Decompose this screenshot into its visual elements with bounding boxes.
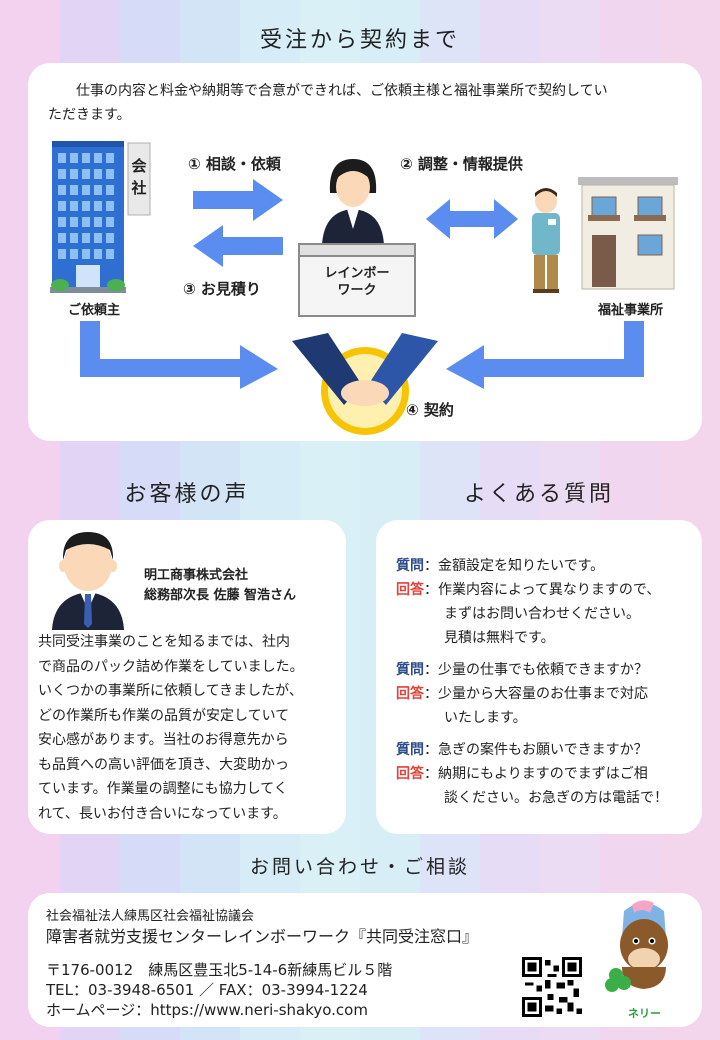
voice-line: どの作業所も作業の品質が安定していて <box>38 707 290 724</box>
question-label: 質問 <box>396 558 424 574</box>
flow-intro: 仕事の内容と料金や納期等で合意ができれば、ご依頼主様と福祉事業所で契約してい た… <box>48 79 688 127</box>
flow-title: 受注から契約まで <box>259 28 460 53</box>
contact-phone: TEL：03-3948-6501 ／ FAX：03-3994-1224 <box>46 981 368 999</box>
company-sign-text: 会社 <box>131 157 147 197</box>
faq-panel: 質問：金額設定を知りたいです。 回答：作業内容によって異なりますので、 まずはお… <box>376 520 702 834</box>
contact-panel: 社会福祉法人練馬区社会福祉協議会 障害者就労支援センターレインボーワーク『共同受… <box>28 893 702 1027</box>
welfare-staff-icon <box>526 187 566 297</box>
voice-panel: 明工商事株式会社 総務部次長 佐藤 智浩さん 共同受注事業のことを知るまでは、社… <box>28 520 346 834</box>
facility-to-contract-arrow-icon <box>444 321 644 389</box>
voice-line: 安心感があります。当社のお得意先から <box>38 732 289 748</box>
office-building-icon <box>46 137 166 355</box>
separator: ： <box>424 742 438 758</box>
question-text: 急ぎの案件もお願いできますか？ <box>438 742 648 758</box>
right-arrow-icon <box>193 179 283 221</box>
answer-label: 回答 <box>396 686 424 702</box>
step4-label: ④ 契約 <box>406 401 454 419</box>
separator: ： <box>424 582 438 598</box>
voice-line: 共同受注事業のことを知るまでは、社内 <box>38 634 290 650</box>
mascot-name: ネリー <box>628 1007 661 1020</box>
voice-line: いくつかの事業所に依頼してきましたが、 <box>38 683 303 699</box>
voice-company: 明工商事株式会社 <box>144 568 249 583</box>
flow-intro-line1: 仕事の内容と料金や納期等で合意ができれば、ご依頼主様と福祉事業所で契約してい <box>76 83 608 99</box>
answer-label: 回答 <box>396 582 424 598</box>
separator: ： <box>424 558 438 574</box>
question-label: 質問 <box>396 742 424 758</box>
welfare-label: 福祉事業所 <box>598 303 664 318</box>
contact-title: お問い合わせ・ご相談 <box>249 856 470 878</box>
answer-text: いたします。 <box>444 710 527 726</box>
client-label: ご依頼主 <box>68 303 121 318</box>
faq-list: 質問：金額設定を知りたいです。 回答：作業内容によって異なりますので、 まずはお… <box>396 554 696 810</box>
rainbow-desk-line1: レインボー <box>324 266 390 281</box>
client-to-contract-arrow-icon <box>80 321 280 389</box>
contact-center: 障害者就労支援センターレインボーワーク『共同受注窓口』 <box>46 927 479 946</box>
voice-line: で商品のパック詰め作業をしていました。 <box>38 658 304 675</box>
voice-person: 総務部次長 佐藤 智浩さん <box>144 588 297 603</box>
separator: ： <box>424 662 438 678</box>
qr-code-icon <box>522 957 582 1021</box>
question-label: 質問 <box>396 662 424 678</box>
voice-body: 共同受注事業のことを知るまでは、社内 で商品のパック詰め作業をしていました。 い… <box>38 630 342 826</box>
rainbow-desk-line2: ワーク <box>337 283 377 298</box>
faq-item: 質問：急ぎの案件もお願いできますか？ 回答：納期にもよりますのでまずはご相 談く… <box>396 738 696 810</box>
faq-item: 質問：金額設定を知りたいです。 回答：作業内容によって異なりますので、 まずはお… <box>396 554 696 650</box>
contact-address: 〒176-0012 練馬区豊玉北5-14-6新練馬ビル５階 <box>46 961 393 979</box>
flow-intro-line2: ただきます。 <box>48 107 131 123</box>
answer-label: 回答 <box>396 766 424 782</box>
voice-title: お客様の声 <box>124 482 250 507</box>
contact-org: 社会福祉法人練馬区社会福祉協議会 <box>46 909 255 924</box>
faq-title: よくある質問 <box>463 482 614 507</box>
answer-text: 少量から大容量のお仕事まで対応 <box>438 686 648 702</box>
answer-text: 作業内容によって異なりますので、 <box>438 582 661 598</box>
answer-text: まずはお問い合わせください。 <box>444 606 640 622</box>
answer-text: 納期にもよりますのでまずはご相 <box>438 766 648 782</box>
contact-website-link[interactable]: ホームページ：https://www.neri-shakyo.com <box>46 1001 368 1019</box>
staff-person-icon <box>318 153 388 249</box>
answer-text: 見積は無料です。 <box>444 630 555 646</box>
double-arrow-icon <box>426 199 518 239</box>
reception-desk: レインボー ワーク <box>298 243 416 317</box>
question-text: 金額設定を知りたいです。 <box>438 558 605 574</box>
businessman-avatar <box>50 526 126 634</box>
voice-line: ています。作業量の調整にも協力してく <box>38 781 288 797</box>
answer-text: 談ください。お急ぎの方は電話で！ <box>444 790 668 806</box>
flow-panel: 仕事の内容と料金や納期等で合意ができれば、ご依頼主様と福祉事業所で契約してい た… <box>28 63 702 441</box>
step3-label: ③ お見積り <box>183 280 261 298</box>
step2-label: ② 調整・情報提供 <box>400 155 523 173</box>
handshake-icon <box>290 331 440 447</box>
left-arrow-icon <box>193 225 283 267</box>
question-text: 少量の仕事でも依頼できますか？ <box>438 662 648 678</box>
separator: ： <box>424 766 438 782</box>
mascot-horse-icon <box>602 897 686 1009</box>
separator: ： <box>424 686 438 702</box>
step1-label: ① 相談・依頼 <box>188 155 281 173</box>
welfare-facility-icon <box>576 175 680 295</box>
voice-line: も品質への高い評価を頂き、大変助かっ <box>38 756 290 773</box>
faq-item: 質問：少量の仕事でも依頼できますか？ 回答：少量から大容量のお仕事まで対応 いた… <box>396 658 696 730</box>
voice-line: れて、長いお付き合いになっています。 <box>38 805 287 822</box>
